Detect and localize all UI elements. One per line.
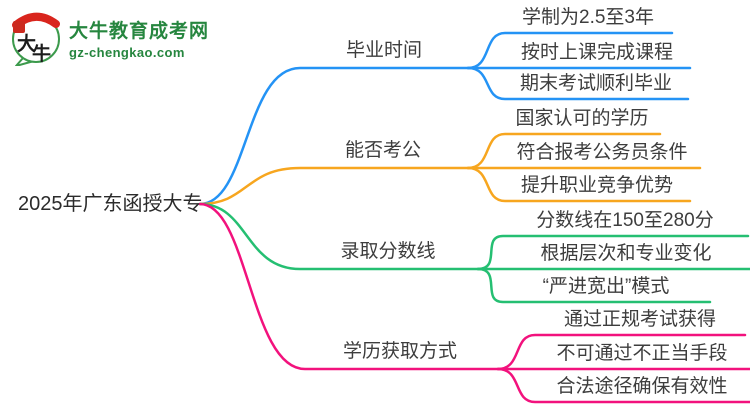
leaf-node: 学制为2.5至3年 [522, 7, 654, 28]
branch-label-civil-service-eligibility: 能否考公 [344, 140, 422, 161]
logo-char-niu: 牛 [32, 42, 51, 65]
site-logo: 大 牛 大牛教育成考网 gz-chengkao.com [8, 8, 209, 66]
branch-label-graduation-time: 毕业时间 [345, 40, 423, 61]
logo-char-da: 大 [17, 32, 36, 55]
leaf-node: 国家认可的学历 [515, 108, 649, 129]
leaf-node: 分数线在150至280分 [536, 210, 714, 231]
leaf-node: 通过正规考试获得 [563, 309, 717, 330]
leaf-node: 合法途径确保有效性 [556, 376, 728, 397]
leaf-node: 根据层次和专业变化 [540, 243, 712, 264]
root-topic: 2025年广东函授大专 [18, 193, 203, 215]
branch-label-degree-acquisition-method: 学历获取方式 [342, 341, 458, 362]
leaf-node: 提升职业竞争优势 [520, 175, 674, 196]
logo-domain: gz-chengkao.com [69, 45, 185, 60]
logo-title: 大牛教育成考网 [69, 21, 210, 42]
leaf-node: 符合报考公务员条件 [516, 142, 688, 163]
leaf-node: 按时上课完成课程 [520, 42, 674, 63]
leaf-node: “严进宽出”模式 [542, 276, 670, 297]
leaf-node: 期末考试顺利毕业 [519, 73, 673, 94]
logo-seal [13, 21, 25, 33]
logo-bull-bubble-icon: 大 牛 [12, 12, 60, 66]
leaf-node: 不可通过不正当手段 [556, 343, 728, 364]
branch-label-admission-score-line: 录取分数线 [340, 241, 436, 262]
